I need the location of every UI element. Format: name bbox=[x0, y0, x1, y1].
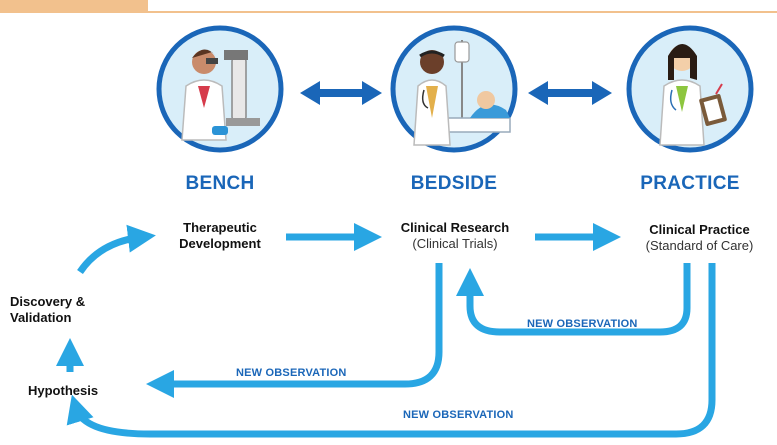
bedside-practice-arrow bbox=[528, 81, 612, 105]
observation-label-outer: NEW OBSERVATION bbox=[403, 409, 514, 421]
node-discovery-validation: Discovery & Validation bbox=[10, 294, 120, 326]
clinical-practice-sub: (Standard of Care) bbox=[645, 238, 754, 253]
discovery-line1: Discovery & bbox=[10, 294, 86, 309]
therapeutic-line2: Development bbox=[179, 236, 261, 251]
arrow-discovery-to-therapeutic bbox=[77, 224, 156, 275]
observation-label-middle: NEW OBSERVATION bbox=[236, 367, 347, 379]
arrow-middle-observation bbox=[146, 263, 443, 398]
practice-illustration bbox=[626, 25, 754, 153]
clinical-research-title: Clinical Research bbox=[400, 220, 510, 235]
observation-label-inner: NEW OBSERVATION bbox=[527, 318, 638, 330]
node-clinical-practice: Clinical Practice (Standard of Care) bbox=[622, 222, 777, 254]
node-clinical-research: Clinical Research (Clinical Trials) bbox=[380, 220, 530, 252]
clinical-practice-title: Clinical Practice bbox=[649, 222, 750, 237]
node-therapeutic-development: Therapeutic Development bbox=[160, 220, 280, 252]
header-tab bbox=[0, 0, 148, 13]
stage-label-bench: BENCH bbox=[185, 173, 255, 194]
stage-label-bedside: BEDSIDE bbox=[410, 173, 498, 194]
bedside-illustration bbox=[390, 25, 518, 153]
stage-label-practice: PRACTICE bbox=[640, 173, 740, 194]
node-hypothesis: Hypothesis bbox=[28, 383, 138, 399]
arrow-outer-observation bbox=[66, 263, 716, 438]
arrow-inner-observation bbox=[456, 263, 691, 336]
header-rule bbox=[148, 11, 777, 13]
therapeutic-line1: Therapeutic bbox=[183, 220, 257, 235]
clinical-research-sub: (Clinical Trials) bbox=[412, 236, 498, 251]
hypothesis-label: Hypothesis bbox=[28, 383, 99, 398]
bench-illustration bbox=[156, 25, 284, 153]
top-accent-bar bbox=[0, 0, 777, 13]
bench-bedside-arrow bbox=[300, 81, 382, 105]
discovery-line2: Validation bbox=[10, 310, 72, 325]
